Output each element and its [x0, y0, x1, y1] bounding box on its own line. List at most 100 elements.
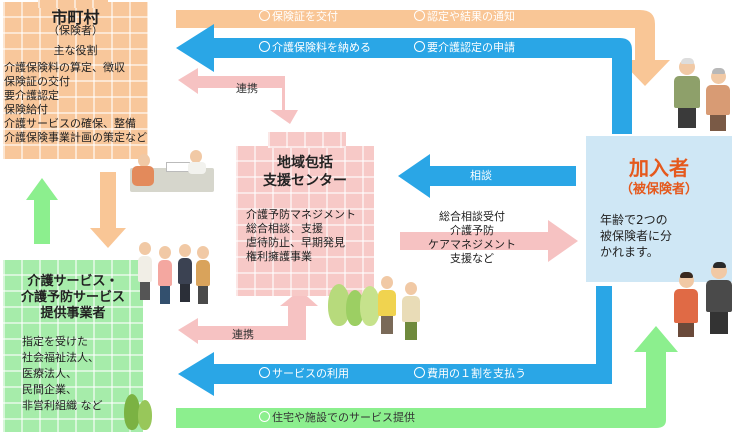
staff-head	[159, 246, 171, 259]
provider-title-line1: 介護サービス・	[27, 274, 119, 289]
center-services-line: ケアマネジメント	[428, 238, 516, 251]
municipality-role: 介護保険料の算定、徴収	[4, 61, 125, 74]
arrow-blue-top	[176, 24, 632, 134]
provider-items: 指定を受けた 社会福祉法人、 医療法人、 民間企業、 非営利組織 など	[22, 334, 142, 414]
center-services-line: 介護予防	[450, 224, 494, 237]
arrow-green-up	[26, 178, 58, 244]
staff-legs	[160, 286, 170, 304]
cooperation-label-bottom: 連携	[232, 328, 254, 341]
flow-label-service-provision: 住宅や施設でのサービス提供	[259, 411, 415, 425]
flow-label-text: 認定や結果の通知	[427, 10, 515, 23]
center-roof	[268, 132, 346, 148]
arrow-pink-coop-top	[178, 68, 298, 124]
flow-label-consult: 相談	[470, 169, 492, 182]
center-item: 介護予防マネジメント	[246, 208, 356, 221]
provider-item: 医療法人、	[22, 367, 77, 380]
insured-title: 加入者	[629, 156, 689, 180]
cooperation-label-top: 連携	[236, 82, 258, 95]
circle-icon	[259, 411, 270, 422]
elder-man-legs	[678, 108, 696, 128]
center-item: 権利擁護事業	[246, 250, 312, 263]
provider-box	[3, 260, 143, 432]
staff-legs	[198, 286, 208, 304]
staff-figure	[138, 242, 152, 300]
tree-illustration	[360, 286, 380, 326]
desk-paper	[166, 162, 190, 172]
tree-illustration	[138, 400, 152, 430]
elderly-couple-top-illustration	[672, 58, 738, 138]
staff-body	[138, 256, 152, 282]
arrow-pink-coop-bottom	[178, 290, 318, 344]
arrow-orange-top	[176, 10, 670, 86]
staff-legs	[180, 284, 190, 302]
center-title-line1: 地域包括	[277, 155, 333, 171]
woman-hair	[679, 272, 693, 278]
tree-illustration	[346, 290, 364, 326]
insured-box	[586, 136, 732, 282]
staff-body	[178, 258, 192, 284]
circle-icon	[259, 10, 270, 21]
tree-illustration	[328, 284, 350, 326]
provider-item: 社会福祉法人、	[22, 351, 99, 364]
office-desk-illustration	[118, 150, 216, 194]
man-body	[706, 280, 732, 312]
staff-legs	[140, 282, 150, 300]
elder-man-figure	[674, 58, 700, 128]
elder-man-hair	[680, 58, 694, 64]
caregiver-figure	[378, 276, 396, 334]
couple-bottom-illustration	[672, 262, 738, 342]
staff-head	[197, 246, 209, 259]
woman-figure	[674, 272, 698, 337]
center-items: 介護予防マネジメント 総合相談、支援 虐待防止、早期発見 権利擁護事業	[246, 208, 374, 264]
visitor-head	[138, 154, 150, 167]
staff-head	[179, 244, 191, 257]
staff-body	[196, 260, 210, 286]
arrow-green-bottom	[176, 326, 678, 428]
elder-legs	[405, 322, 417, 340]
staff-figure	[178, 244, 192, 302]
elder-figure	[402, 282, 420, 340]
staff-figure	[196, 246, 210, 304]
woman-legs	[678, 323, 694, 337]
man-legs	[710, 312, 728, 334]
provider-item: 民間企業、	[22, 383, 77, 396]
woman-body	[674, 289, 698, 323]
municipality-role: 保険証の交付	[4, 75, 70, 88]
staff-head	[139, 242, 151, 255]
tree-illustration	[124, 394, 140, 430]
flow-label-notification: 認定や結果の通知	[414, 10, 515, 24]
municipality-role: 保険給付	[4, 103, 48, 116]
elder-woman-body	[706, 85, 730, 115]
flow-label-pay-premium: 介護保険料を納める	[259, 41, 371, 55]
center-services-label: 総合相談受付 介護予防 ケアマネジメント 支援など	[412, 210, 532, 266]
municipality-role: 要介護認定	[4, 89, 59, 102]
provider-item: 指定を受けた	[22, 335, 88, 348]
flow-label-text: 介護保険料を納める	[272, 41, 371, 54]
elder-head	[405, 282, 417, 295]
visitor-body	[132, 166, 154, 186]
center-title-line2: 支援センター	[263, 173, 347, 189]
elder-woman-figure	[706, 68, 730, 131]
insured-desc: 年齢で2つの 被保険者に分 かれます。	[600, 212, 730, 260]
insured-desc-line: かれます。	[600, 245, 659, 259]
arrow-blue-consult	[398, 154, 576, 198]
municipality-title: 市町村	[51, 8, 100, 27]
clerk-head	[190, 150, 202, 163]
circle-icon	[414, 41, 425, 52]
staff-figure	[158, 246, 172, 304]
arrow-blue-bottom	[178, 286, 612, 396]
elder-woman-legs	[710, 115, 726, 131]
flow-label-issue-card: 保険証を交付	[259, 10, 338, 24]
flow-label-application: 要介護認定の申請	[414, 41, 515, 55]
municipality-roof	[38, 0, 108, 8]
flow-label-text: 費用の１割を支払う	[427, 367, 526, 380]
municipality-role: 介護保険事業計画の策定など	[4, 131, 147, 144]
flow-label-text: 住宅や施設でのサービス提供	[272, 411, 415, 424]
circle-icon	[414, 367, 425, 378]
provider-title-line2: 介護予防サービス	[20, 290, 125, 305]
municipality-subtitle: （保険者）	[48, 24, 103, 37]
caregiver-legs	[381, 316, 393, 334]
provider-title-line3: 提供事業者	[40, 306, 106, 321]
municipality-roles-heading: 主な役割	[53, 44, 98, 57]
center-item: 総合相談、支援	[246, 222, 323, 235]
